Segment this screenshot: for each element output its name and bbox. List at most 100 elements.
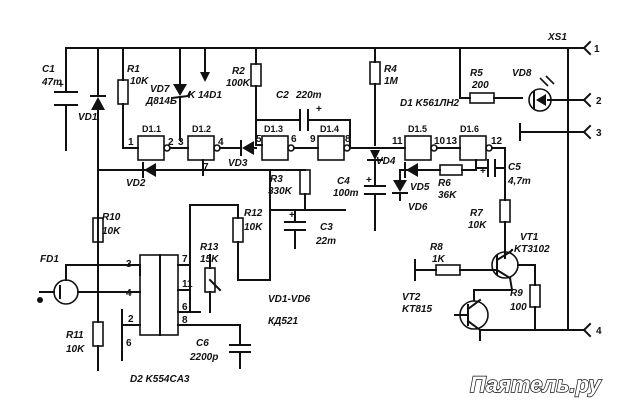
- diode-vd2: [122, 162, 233, 178]
- label-c6: C6: [196, 338, 209, 349]
- label-fd1: FD1: [40, 254, 59, 265]
- d2-pin-3: 3: [126, 259, 132, 270]
- zener-vd7: [170, 47, 192, 141]
- pin-d1-6-out: 12: [491, 136, 503, 147]
- svg-text:+: +: [316, 104, 322, 115]
- xs1-pin-2: 2: [596, 96, 602, 107]
- resistor-r2: [250, 47, 262, 146]
- capacitor-c3: +: [269, 209, 346, 249]
- label-r1: R1: [127, 64, 140, 75]
- label-chip-d1: D1 K561ЛН2: [400, 98, 460, 109]
- gate-d1-1: [122, 135, 189, 161]
- label-vd4: VD4: [376, 156, 396, 167]
- pin-d1-1-out: 2: [168, 137, 174, 148]
- pin-d1-1-in: 1: [128, 137, 134, 148]
- capacitor-c4: +: [364, 159, 386, 231]
- value-vt1: KT3102: [514, 244, 550, 255]
- label-vt2: VT2: [402, 292, 421, 303]
- gate-d1-3: [255, 135, 311, 161]
- value-r4: 1M: [384, 76, 399, 87]
- value-r10: 10K: [102, 226, 121, 237]
- value-r1: 10K: [130, 76, 149, 87]
- resistor-r11: [92, 299, 104, 371]
- value-c2: 220m: [295, 90, 322, 101]
- label-d1-4: D1.4: [320, 124, 339, 134]
- value-c6: 2200p: [189, 352, 218, 363]
- photodiode-fd1: [37, 264, 141, 305]
- label-r7: R7: [470, 208, 483, 219]
- pin-d1-4-in: 9: [310, 134, 316, 145]
- resistor-r4: [369, 47, 381, 146]
- xs1-pin-4: 4: [596, 326, 602, 337]
- diode-vd5: [399, 162, 433, 178]
- value-c1: 47m: [41, 77, 62, 88]
- connector-xs1: [519, 40, 592, 338]
- pin-d1-2-out: 4: [218, 137, 224, 148]
- comparator-d2: [121, 204, 241, 361]
- label-r5: R5: [470, 68, 483, 79]
- label-chip-d2: D2 K554CA3: [130, 374, 190, 385]
- gate-d1-5: [374, 135, 461, 161]
- label-d1-3: D1.3: [264, 124, 283, 134]
- value-vd7: Д814Б: [145, 96, 177, 107]
- capacitor-c5: +: [475, 159, 506, 177]
- pin-d1-2-in: 3: [178, 137, 184, 148]
- label-r9: R9: [510, 288, 523, 299]
- label-vd3: VD3: [228, 158, 248, 169]
- label-vd7: VD7: [150, 84, 170, 95]
- label-d1-1: D1.1: [142, 124, 161, 134]
- value-vt2: KT815: [402, 304, 432, 315]
- label-c3: C3: [320, 222, 333, 233]
- label-vt1: VT1: [520, 232, 539, 243]
- d2-pin-6b: 6: [182, 302, 188, 313]
- label-c1: C1: [42, 64, 55, 75]
- label-r8: R8: [430, 242, 443, 253]
- svg-text:+: +: [480, 166, 486, 177]
- label-vd2: VD2: [126, 178, 146, 189]
- pin-d1-1-7: 7: [203, 162, 209, 173]
- svg-text:+: +: [58, 80, 64, 91]
- pin-d1-3-out: 6: [291, 134, 297, 145]
- transistor-vt2: [454, 289, 513, 341]
- resistor-r13: [204, 254, 222, 313]
- gate-d1-2: [187, 135, 233, 176]
- xs1-pin-3: 3: [596, 128, 602, 139]
- value-c5: 4,7m: [507, 176, 531, 187]
- value-r12: 10K: [244, 222, 263, 233]
- value-r11: 10K: [66, 344, 85, 355]
- value-c3: 22m: [315, 236, 336, 247]
- label-d1-5: D1.5: [408, 124, 427, 134]
- diode-vd1: [90, 47, 106, 256]
- pin-d1-3-in: 5: [256, 134, 262, 145]
- label-r2: R2: [232, 66, 245, 77]
- d2-pin-4: 4: [126, 288, 132, 299]
- d2-pin-11: 11: [182, 279, 193, 290]
- value-r6: 36K: [438, 190, 457, 201]
- gate-d1-4: [309, 135, 376, 161]
- label-c5: C5: [508, 162, 521, 173]
- label-vd5: VD5: [410, 182, 430, 193]
- resistor-r5: [459, 47, 523, 104]
- supply-rail: [65, 47, 569, 151]
- power-pin-arrow: [200, 47, 210, 82]
- value-r7: 10K: [468, 220, 487, 231]
- label-r13: R13: [200, 242, 219, 253]
- label-c2: C2: [276, 90, 289, 101]
- svg-text:+: +: [289, 210, 295, 221]
- d2-pin-2: 2: [128, 314, 134, 325]
- value-c4: 100m: [333, 188, 359, 199]
- label-k14d1: K 14D1: [188, 90, 222, 101]
- resistor-r9: [479, 264, 569, 331]
- led-vd8: [528, 75, 573, 112]
- label-d1-2: D1.2: [192, 124, 211, 134]
- value-r5: 200: [471, 80, 489, 91]
- label-vd8: VD8: [512, 68, 532, 79]
- resistor-r3: [231, 169, 311, 211]
- watermark: Паятель.ру: [470, 372, 603, 397]
- label-vd6: VD6: [408, 202, 428, 213]
- label-r3: R3: [270, 174, 283, 185]
- pin-d1-4-out: 8: [345, 134, 351, 145]
- value-r2: 100K: [226, 78, 251, 89]
- diode-vd3: [231, 140, 257, 156]
